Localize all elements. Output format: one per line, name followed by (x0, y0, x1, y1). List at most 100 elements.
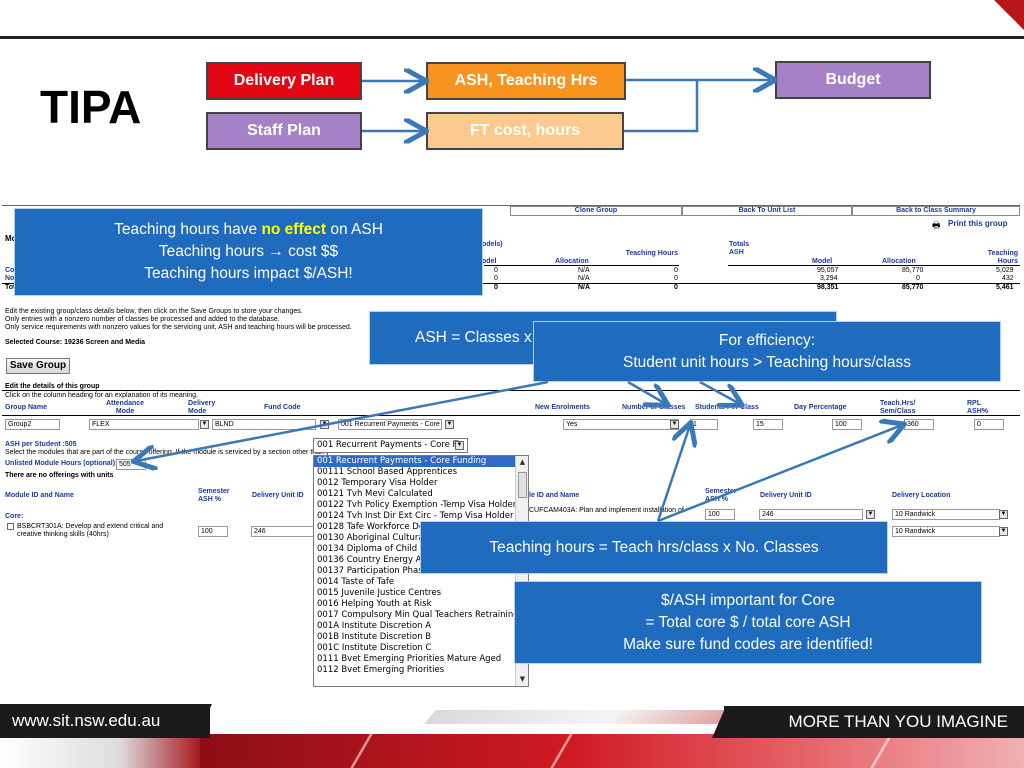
dropdown-option[interactable]: 00136 Country Energy Ap (317, 555, 427, 565)
tab-back-to-unit-list[interactable]: Back To Unit List (682, 206, 852, 216)
print-group-link[interactable]: Print this group (948, 219, 1008, 228)
dropdown-option[interactable]: 00130 Aboriginal Cultural A (317, 533, 435, 543)
cell: N/A (578, 275, 590, 282)
cell: 95,057 (817, 267, 839, 274)
day-percentage-input[interactable]: 100 (832, 419, 862, 430)
delivery-mode-select[interactable]: BLND (212, 419, 316, 430)
dropdown-option[interactable]: 001C Institute Discretion C (317, 643, 432, 653)
callout-text: Make sure fund codes are identified! (623, 635, 873, 653)
dropdown-option[interactable]: 0016 Helping Youth at Risk (317, 599, 432, 609)
dropdown-option[interactable]: 001A Institute Discretion A (317, 621, 432, 631)
col-totals-teaching: Teaching Hours (987, 250, 1018, 265)
save-group-button[interactable]: Save Group (6, 358, 70, 374)
click-column-hint: Click on the column heading for an expla… (5, 392, 199, 399)
header-new-enrolments[interactable]: New Enrolments (535, 404, 590, 411)
dropdown-option[interactable]: 001B Institute Discretion B (317, 632, 432, 642)
dropdown-option[interactable]: 0014 Taste of Tafe (317, 577, 395, 587)
dropdown-option[interactable]: 0015 Juvenile Justice Centres (317, 588, 442, 598)
dropdown-option[interactable]: 00134 Diploma of Child Stu (317, 544, 434, 554)
cell: 5,029 (996, 267, 1014, 274)
dropdown-option[interactable]: 0012 Temporary Visa Holder (317, 478, 438, 488)
tab-back-to-class-summary[interactable]: Back to Class Summary (852, 206, 1020, 216)
chevron-down-icon[interactable]: ▼ (999, 510, 1008, 519)
chevron-down-icon[interactable]: ▼ (866, 510, 875, 519)
dropdown-option[interactable]: 00121 Tvh Mevi Calculated (317, 489, 433, 499)
dropdown-option[interactable]: 00128 Tafe Workforce De (317, 522, 425, 532)
module-ash-input-right[interactable]: 100 (705, 509, 735, 520)
footer-url[interactable]: www.sit.nsw.edu.au (0, 704, 210, 738)
new-enrolments-select[interactable]: Yes (563, 419, 679, 430)
header-teach-hrs[interactable]: Teach.Hrs/ Sem/Class (880, 400, 916, 415)
scroll-thumb[interactable] (518, 472, 527, 498)
instruction-line: Only entries with a nonzero number of cl… (5, 316, 280, 323)
header-group-name[interactable]: Group Name (5, 404, 48, 411)
scroll-down-icon[interactable]: ▼ (519, 675, 526, 683)
dropdown-option[interactable]: 0112 Bvet Emerging Priorities (317, 665, 445, 675)
dropdown-option[interactable]: 001 Recurrent Payments - Core Funding (314, 456, 528, 467)
col-teaching-hours: Teaching Hours (625, 250, 678, 257)
module-unit-input[interactable]: 246 (251, 526, 315, 537)
ash-per-student: ASH per Student :505 (5, 441, 77, 448)
callout-text: Teaching hours impact $/ASH! (144, 265, 353, 282)
callout-text: Teaching hours = Teach hrs/class x No. C… (489, 538, 819, 556)
module-ash-input[interactable]: 100 (198, 526, 228, 537)
delivery-location-header[interactable]: Delivery Location (892, 492, 951, 499)
tab-clone-group[interactable]: Clone Group (510, 206, 682, 216)
flow-arrows (362, 0, 1024, 200)
cell: 85,770 (902, 284, 924, 291)
students-per-class-input[interactable]: 15 (753, 419, 783, 430)
semester-ash-header[interactable]: Semester ASH % (198, 488, 230, 503)
rpl-ash-input[interactable]: 0 (974, 419, 1004, 430)
semester-ash-header-right[interactable]: Semester ASH % (705, 488, 737, 503)
module-id-header[interactable]: Module ID and Name (5, 492, 74, 499)
dropdown-option[interactable]: 00137 Participation Phase Initiative (317, 566, 468, 576)
cell: 432 (1002, 275, 1014, 282)
callout-text: ASH = Classes x (415, 329, 532, 346)
ash-teaching-box: ASH, Teaching Hrs (426, 62, 626, 100)
chevron-down-icon[interactable]: ▼ (670, 420, 679, 429)
header-number-of-classes[interactable]: Number of Classes (622, 404, 686, 411)
cell: 0 (674, 267, 678, 274)
fund-code-select[interactable]: 001 Recurrent Payments - Core F (338, 419, 442, 430)
module-checkbox[interactable] (7, 523, 14, 530)
no-offerings-text: There are no offerings with units (5, 472, 114, 479)
printer-icon[interactable]: 🖶 (932, 220, 941, 230)
header-rpl-ash[interactable]: RPL ASH% (967, 400, 989, 415)
footer: www.sit.nsw.edu.au MORE THAN YOU IMAGINE (0, 704, 1024, 768)
chevron-down-icon[interactable]: ▼ (320, 420, 329, 429)
dropdown-option[interactable]: 0017 Compulsory Min Qual Teachers Retrai… (317, 610, 519, 620)
delivery-unit-header-right[interactable]: Delivery Unit ID (760, 492, 812, 499)
chevron-down-icon[interactable]: ▼ (455, 441, 464, 450)
header-delivery-mode[interactable]: Delivery Mode (188, 400, 216, 415)
mod-label: Mo (5, 234, 17, 243)
dropdown-option[interactable]: 00122 Tvh Policy Exemption -Temp Visa Ho… (317, 500, 517, 510)
teach-hrs-input[interactable]: 360 (904, 419, 934, 430)
cell: N/A (578, 267, 590, 274)
footer-tagline: MORE THAN YOU IMAGINE (724, 706, 1024, 738)
col-totals-allocation: Allocation (882, 258, 916, 265)
delivery-location-select[interactable]: 10 Randwick (892, 509, 1000, 520)
attendance-mode-select[interactable]: FLEX (89, 419, 199, 430)
header-day-percentage[interactable]: Day Percentage (794, 404, 847, 411)
fund-code-dropdown-current[interactable]: 001 Recurrent Payments - Core Fi (313, 438, 468, 453)
module-id-header-right[interactable]: le ID and Name (529, 492, 580, 499)
header-fund-code[interactable]: Fund Code (264, 404, 301, 411)
header-students-per-class[interactable]: Students Per Class (695, 404, 759, 411)
delivery-unit-header[interactable]: Delivery Unit ID (252, 492, 304, 499)
group-name-input[interactable]: Group2 (5, 419, 60, 430)
dropdown-option[interactable]: 00124 Tvh Inst Dir Ext Circ - Temp Visa … (317, 511, 514, 521)
module-unit-select-right[interactable]: 246 (759, 509, 863, 520)
chevron-down-icon[interactable]: ▼ (999, 527, 1008, 536)
chevron-down-icon[interactable]: ▼ (445, 420, 454, 429)
chevron-down-icon[interactable]: ▼ (200, 420, 209, 429)
cell: 3,294 (820, 275, 838, 282)
delivery-location-select[interactable]: 10 Randwick (892, 526, 1000, 537)
footer-edge (196, 704, 212, 738)
dropdown-option[interactable]: 00111 School Based Apprentices (317, 467, 458, 477)
dropdown-option[interactable]: 0111 Bvet Emerging Priorities Mature Age… (317, 654, 502, 664)
number-of-classes-input[interactable]: 1 (690, 419, 718, 430)
header-attendance-mode[interactable]: Attendance Mode (105, 400, 145, 415)
scroll-up-icon[interactable]: ▲ (519, 458, 526, 466)
callout-dollar-ash: $/ASH important for Core = Total core $ … (514, 581, 982, 664)
unlisted-hours-input[interactable]: 505 (116, 459, 146, 470)
